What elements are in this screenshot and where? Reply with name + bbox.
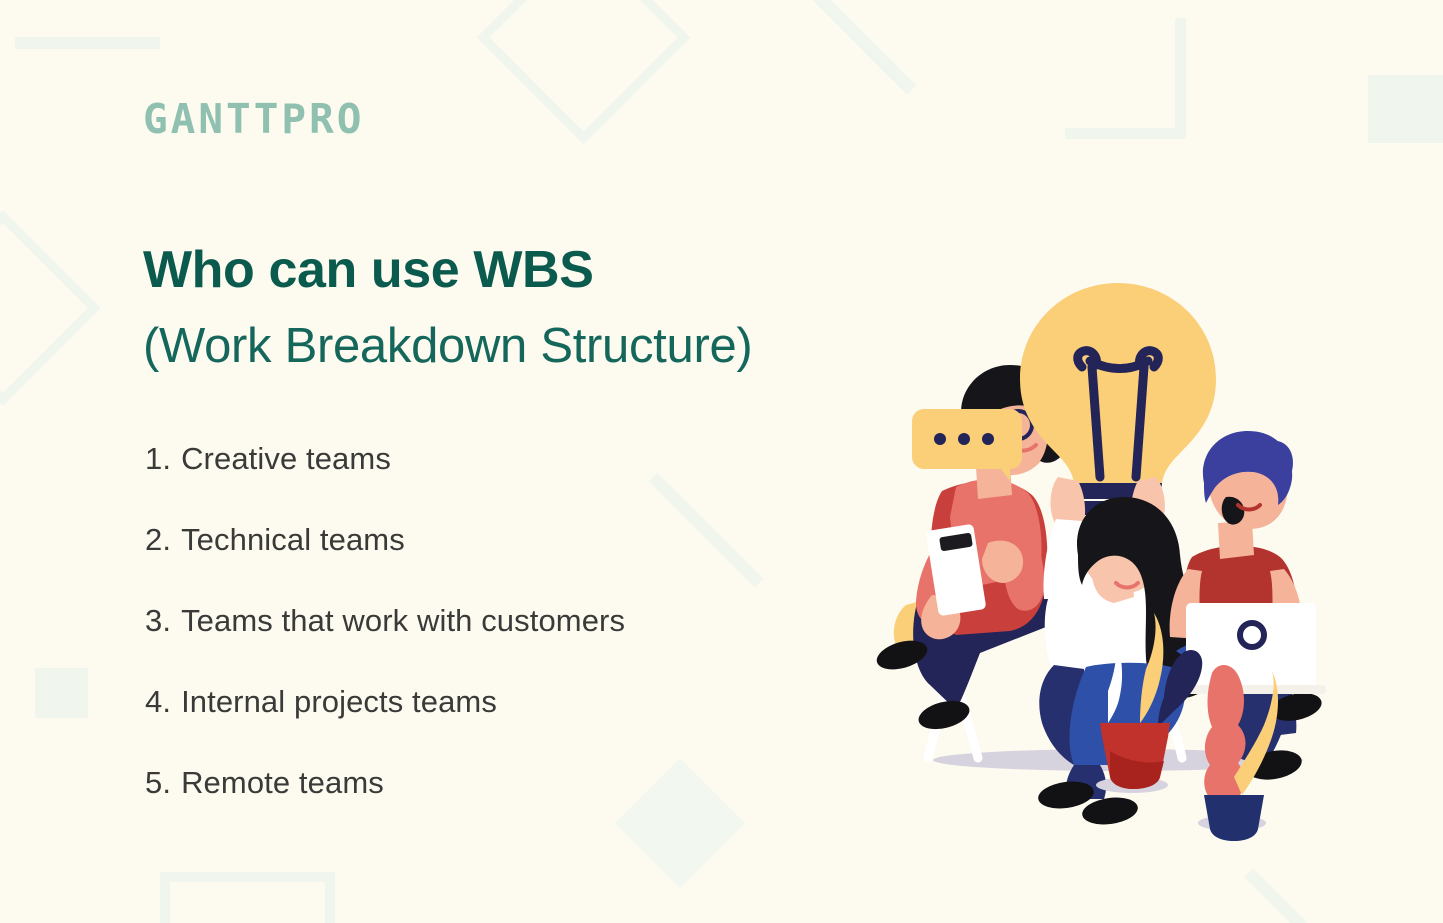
page-title: Who can use WBS [143,241,594,299]
decor-diagonal-top [786,0,917,95]
page-subtitle: (Work Breakdown Structure) [143,319,753,373]
list-item-number: 4. [145,684,172,719]
list-item-number: 1. [145,441,172,476]
potted-plant-right-icon [1198,664,1278,841]
decor-rectangle-outline-bottom [160,872,335,923]
laptop-icon [1178,603,1326,694]
decor-diamond-outline-top [476,0,691,145]
shoe-icon [1038,781,1094,809]
decor-diamond-filled-bottom [614,757,746,889]
shoe-icon [876,640,928,670]
shoe-icon [918,700,970,730]
shoe-icon [1270,693,1322,721]
list-item: 3. Teams that work with customers [145,605,625,686]
list-item: 4. Internal projects teams [145,686,625,767]
list-item-number: 3. [145,603,172,638]
list-item-number: 2. [145,522,172,557]
speech-bubble-icon [912,409,1022,481]
audience-list: 1. Creative teams 2. Technical teams 3. Tea… [145,443,625,848]
list-item-label: Remote teams [181,765,384,800]
man-with-laptop-icon [1169,431,1326,780]
list-item-number: 5. [145,765,172,800]
list-item-label: Internal projects teams [181,684,497,719]
list-item-label: Creative teams [181,441,391,476]
list-item: 5. Remote teams [145,767,625,848]
decor-bar-top-left [15,37,160,49]
decor-diagonal-middle [648,472,764,588]
list-item: 2. Technical teams [145,524,625,605]
decor-diagonal-bottom-right [1244,868,1388,923]
decor-diamond-outline-left [0,210,101,406]
team-with-lightbulb-illustration [860,255,1380,855]
decor-square-top-right [1368,75,1443,143]
decor-square-bottom-left [35,668,88,718]
decor-corner-bracket-top-right [1065,18,1186,139]
list-item: 1. Creative teams [145,443,625,524]
list-item-label: Technical teams [181,522,405,557]
list-item-label: Teams that work with customers [181,603,626,638]
shoe-icon [1082,797,1138,825]
potted-plant-left-icon [1096,613,1203,793]
ganttpro-logo: GANTTPRO [143,95,365,143]
